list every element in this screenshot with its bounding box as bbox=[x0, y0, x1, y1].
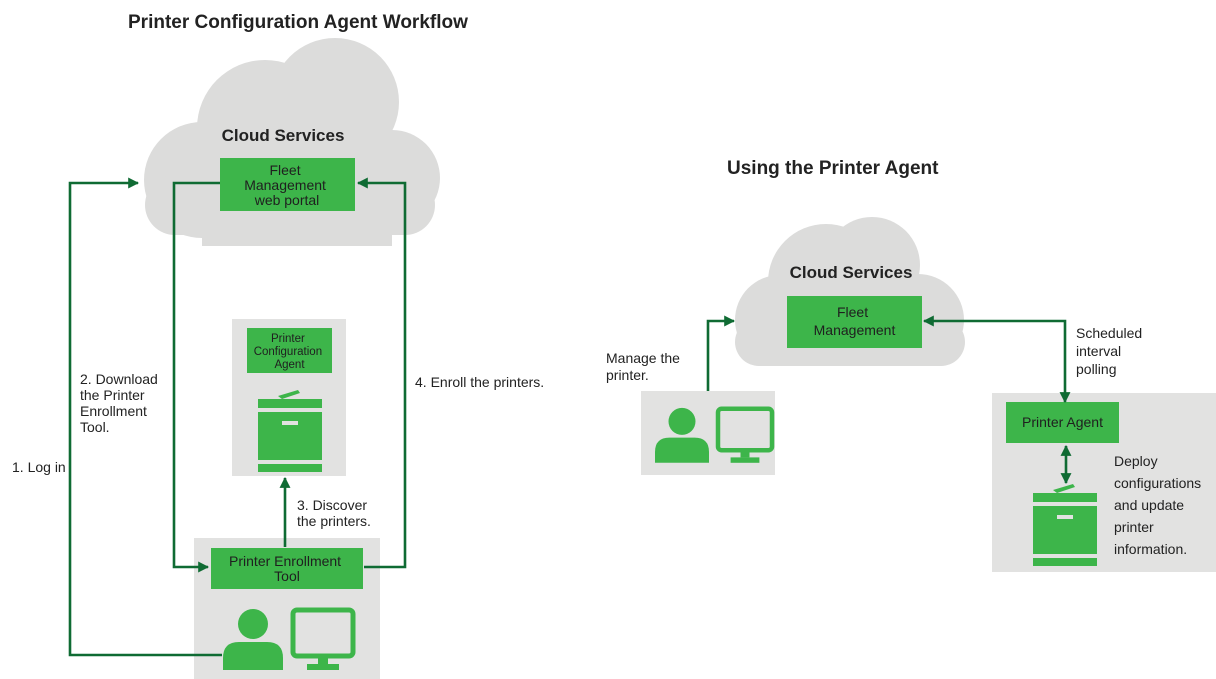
step-1-label: 1. Log in bbox=[12, 459, 66, 475]
printer-agent-box bbox=[1006, 402, 1119, 443]
arrow-log-in bbox=[68, 177, 222, 657]
step-4-label: 4. Enroll the printers. bbox=[415, 374, 544, 390]
fleet-management-box bbox=[787, 296, 922, 348]
arrow-manage bbox=[706, 315, 736, 391]
step-2-label: 2. Download the Printer Enrollment Tool. bbox=[80, 371, 162, 435]
left-title: Printer Configuration Agent Workflow bbox=[128, 12, 468, 33]
manage-label: Manage the printer. bbox=[606, 350, 684, 383]
step-3-label: 3. Discover the printers. bbox=[297, 497, 371, 529]
enrollment-tool-label: Printer Enrollment Tool bbox=[229, 553, 345, 584]
printer-icon bbox=[258, 390, 322, 472]
deploy-label: Deploy configurations and update printer… bbox=[1114, 453, 1205, 557]
arrow-enroll bbox=[356, 177, 407, 569]
config-agent-box bbox=[247, 328, 332, 373]
fleet-portal-box bbox=[220, 158, 355, 211]
arrow-download bbox=[172, 181, 220, 573]
left-cloud-title: Cloud Services bbox=[222, 126, 345, 145]
polling-label: Scheduled interval polling bbox=[1076, 325, 1146, 377]
fleet-management-label: Fleet Management bbox=[814, 304, 896, 338]
printer-agent-label: Printer Agent bbox=[1022, 414, 1103, 430]
fleet-portal-label: Fleet Management web portal bbox=[244, 162, 330, 208]
arrow-polling bbox=[922, 315, 1071, 404]
right-cloud-title: Cloud Services bbox=[790, 263, 913, 282]
config-agent-label: Printer Configuration Agent bbox=[254, 333, 326, 371]
right-title: Using the Printer Agent bbox=[727, 158, 939, 179]
enrollment-tool-box bbox=[211, 548, 363, 589]
printer-agent-printer-icon bbox=[1033, 484, 1097, 566]
